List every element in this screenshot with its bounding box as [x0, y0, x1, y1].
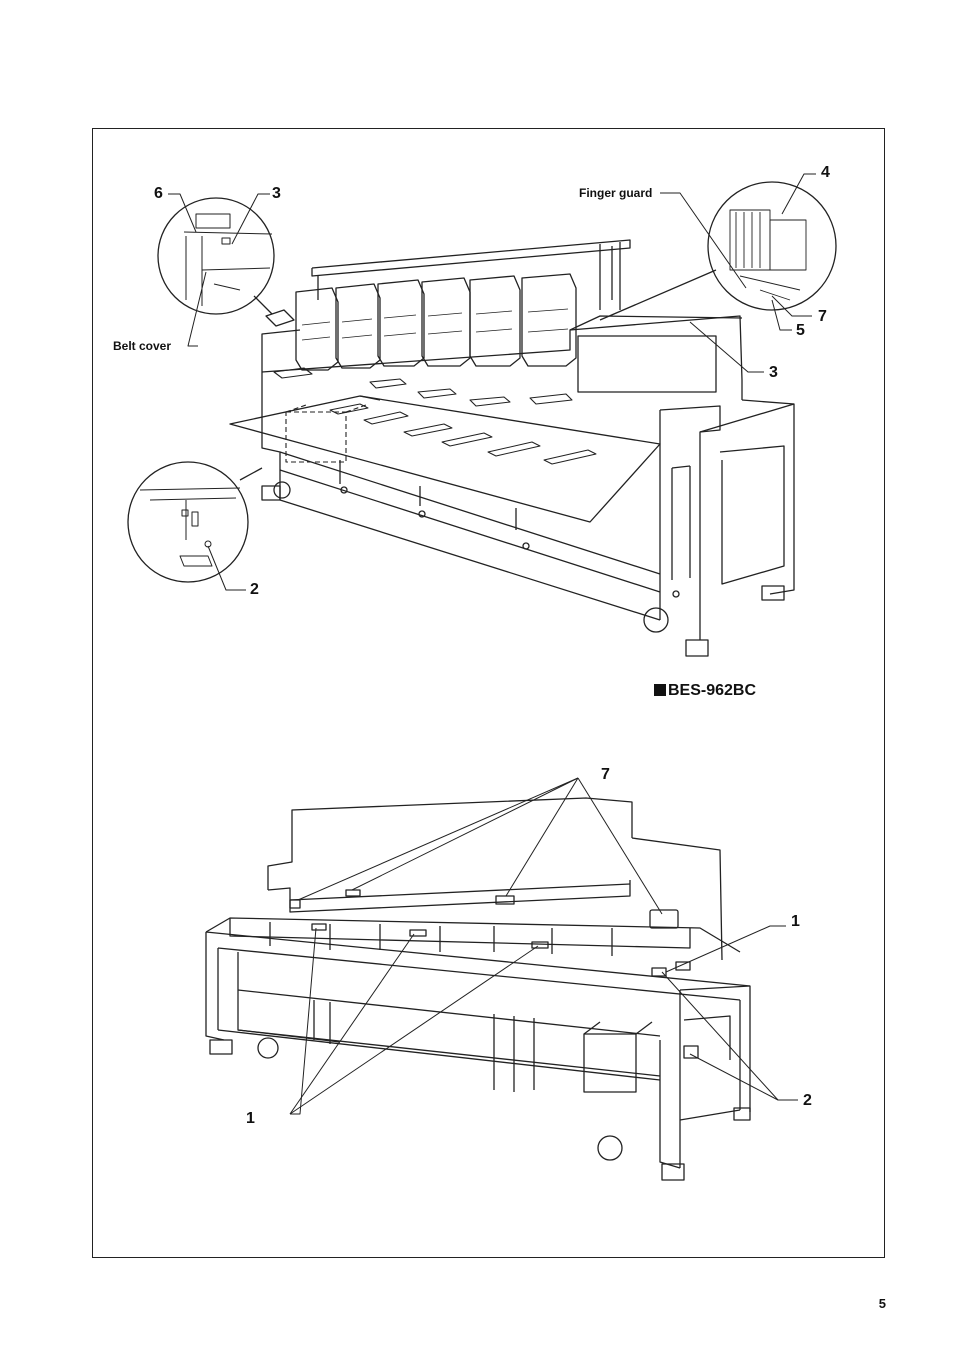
callout-6: 6 [154, 186, 163, 202]
callout-7-bottom: 7 [601, 767, 610, 783]
detail-bubble-lower-left [128, 462, 262, 582]
callout-3-right: 3 [769, 365, 778, 381]
callout-4: 4 [821, 165, 830, 181]
belt-cover-label: Belt cover [113, 340, 171, 352]
page-number: 5 [879, 1296, 886, 1311]
bullet-square-icon [654, 684, 666, 696]
detail-bubble-upper-right [600, 182, 836, 320]
detail-bubble-upper-left [158, 198, 274, 314]
model-name-text: BES-962BC [668, 682, 756, 699]
callout-1-left: 1 [246, 1111, 255, 1127]
callout-3-upper-left: 3 [272, 186, 281, 202]
callout-1-right: 1 [791, 914, 800, 930]
finger-guard-label: Finger guard [579, 187, 652, 199]
top-machine-drawing [230, 240, 794, 656]
callout-2-bottom: 2 [803, 1093, 812, 1109]
top-leader-lines [168, 174, 816, 590]
embroidery-heads [296, 274, 576, 370]
bottom-machine-drawing [206, 798, 750, 1180]
callout-7-top: 7 [818, 309, 827, 325]
callout-5: 5 [796, 323, 805, 339]
model-name: BES-962BC [654, 683, 756, 699]
callout-2-top: 2 [250, 582, 259, 598]
